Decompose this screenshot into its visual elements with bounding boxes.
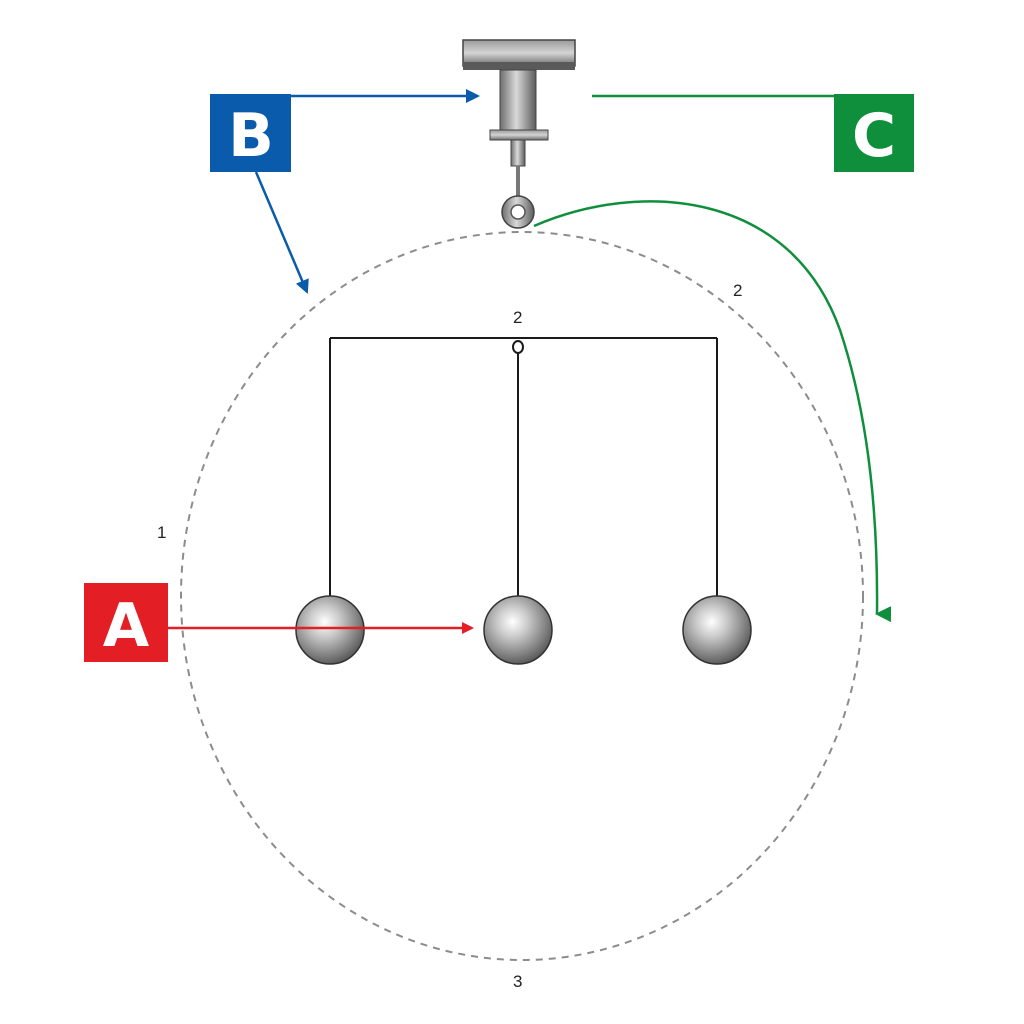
label-left: 1: [157, 523, 166, 542]
right-ball-sphere-icon: [682, 595, 752, 665]
ceiling-mount-icon: [462, 39, 576, 229]
label-top-right: 2: [733, 281, 742, 300]
badge-b: B: [210, 94, 291, 172]
svg-text:B: B: [228, 101, 274, 171]
dashed-orbit-ellipse: [180, 231, 864, 961]
svg-text:A: A: [103, 591, 150, 661]
arrow-c-curve: [533, 200, 892, 623]
left-ball-sphere-icon: [295, 595, 365, 665]
middle-ball-sphere-icon: [483, 595, 553, 665]
label-bottom: 3: [513, 972, 522, 991]
badge-c: C: [834, 94, 914, 172]
label-frame-top: 2: [513, 308, 522, 327]
arrow-b-to-orbit: [254, 171, 309, 294]
pendulum-frame: [329, 337, 718, 598]
badge-a: A: [84, 583, 168, 662]
svg-text:C: C: [852, 101, 896, 171]
